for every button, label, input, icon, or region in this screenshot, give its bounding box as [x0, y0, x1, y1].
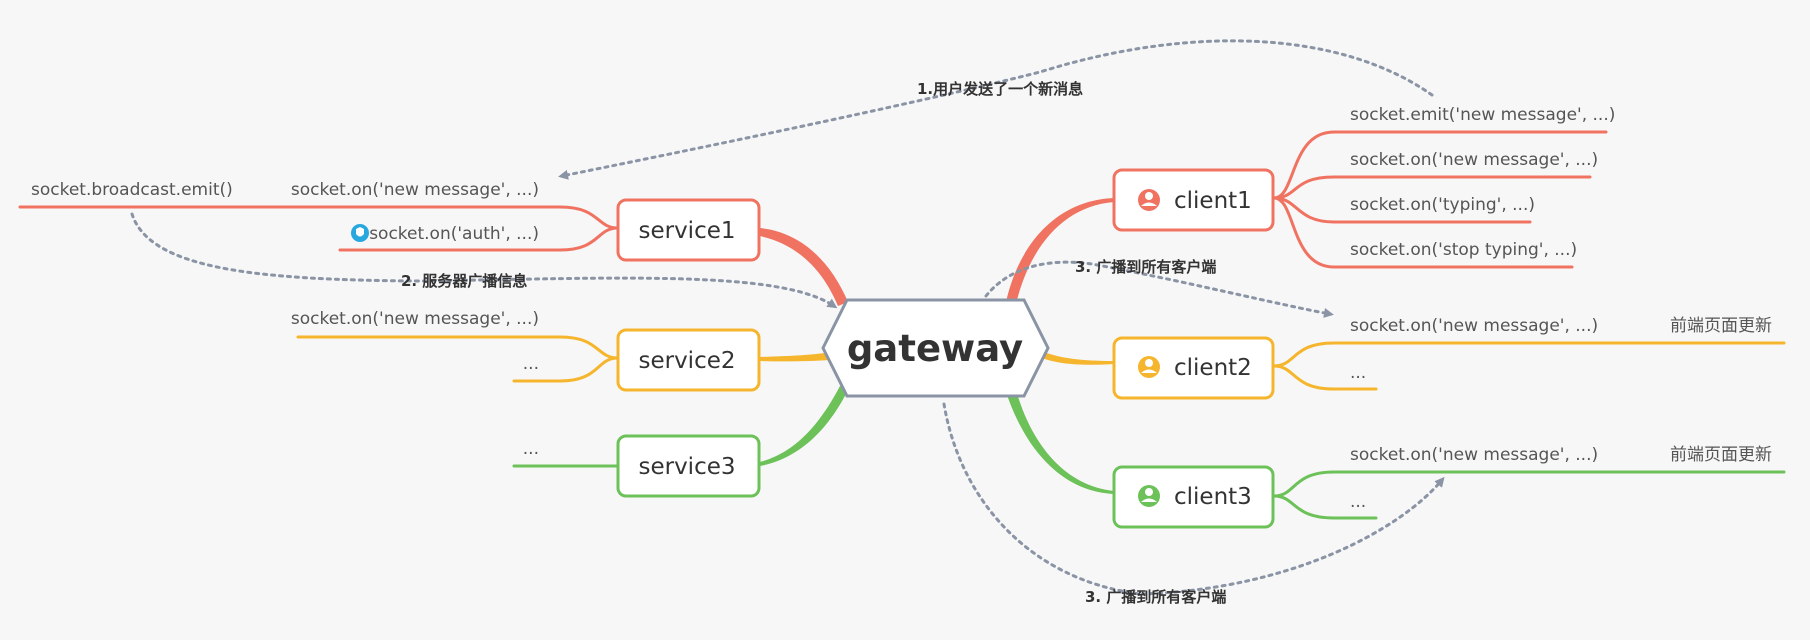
annotation-user-sends: 1.用户发送了一个新消息: [917, 80, 1083, 98]
client2-label: client2: [1174, 355, 1252, 381]
client1-label: client1: [1174, 188, 1252, 214]
leaf-client1-emit-new-message[interactable]: socket.emit('new message', ...): [1350, 105, 1615, 125]
leaf-service3-ellipsis[interactable]: ...: [523, 439, 539, 459]
branch-root-client2: [1042, 352, 1114, 365]
branch-root-client1: [1006, 198, 1114, 304]
leaf-client1-on-typing[interactable]: socket.on('typing', ...): [1350, 195, 1535, 215]
connector-service2-leaves: [296, 335, 620, 383]
connector-client3-leaves: [1272, 470, 1786, 520]
leaf-client3-on-new-message[interactable]: socket.on('new message', ...): [1350, 445, 1598, 465]
arrow-user-sends: [558, 39, 1434, 180]
user-icon: [1138, 189, 1160, 211]
service3-label: service3: [638, 454, 735, 480]
annotation-broadcast-top: 3. 广播到所有客户端: [1075, 258, 1216, 276]
leaf-client1-on-new-message[interactable]: socket.on('new message', ...): [1350, 150, 1598, 170]
arrow-broadcast-top: [984, 260, 1334, 318]
connector-client1-leaves: [1272, 130, 1608, 269]
annotation-server-broadcast: 2. 服务器广播信息: [401, 272, 527, 290]
leaf-service2-ellipsis[interactable]: ...: [523, 354, 539, 374]
branch-root-service2: [760, 352, 830, 362]
leaf-service2-new-message[interactable]: socket.on('new message', ...): [291, 309, 539, 329]
service2-label: service2: [638, 348, 735, 374]
branch-root-service1: [760, 228, 848, 306]
client3-label: client3: [1174, 484, 1252, 510]
leaf-client1-on-stop-typing[interactable]: socket.on('stop typing', ...): [1350, 240, 1577, 260]
annotation-broadcast-bottom: 3. 广播到所有客户端: [1085, 588, 1226, 606]
root-node-gateway[interactable]: gateway: [821, 258, 1050, 400]
leaf-client2-page-update[interactable]: 前端页面更新: [1670, 316, 1772, 336]
leaf-client2-on-new-message[interactable]: socket.on('new message', ...): [1350, 316, 1598, 336]
leaf-client2-ellipsis[interactable]: ...: [1350, 363, 1366, 383]
leaf-broadcast-emit[interactable]: socket.broadcast.emit(): [31, 180, 233, 200]
user-icon: [1138, 356, 1160, 378]
root-label: gateway: [847, 327, 1023, 370]
branch-root-service3: [760, 386, 848, 466]
leaf-client3-ellipsis[interactable]: ...: [1350, 492, 1366, 512]
service-node-service3[interactable]: service3: [616, 434, 761, 498]
leaf-client3-page-update[interactable]: 前端页面更新: [1670, 445, 1772, 465]
client-node-client3[interactable]: client3: [1112, 465, 1275, 529]
leaf-service1-auth[interactable]: socket.on('auth', ...): [369, 224, 539, 244]
service-node-service2[interactable]: service2: [616, 328, 761, 392]
shield-icon: [351, 224, 369, 242]
service1-label: service1: [638, 218, 735, 244]
user-icon: [1138, 485, 1160, 507]
connector-service1-leaves: [18, 205, 620, 252]
service-node-service1[interactable]: service1: [616, 198, 761, 262]
connector-client2-leaves: [1272, 341, 1786, 391]
branch-root-client3: [1006, 390, 1114, 494]
client-node-client1[interactable]: client1: [1112, 168, 1275, 232]
leaf-service1-new-message[interactable]: socket.on('new message', ...): [291, 180, 539, 200]
client-node-client2[interactable]: client2: [1112, 336, 1275, 400]
arrow-server-broadcast: [130, 212, 838, 309]
